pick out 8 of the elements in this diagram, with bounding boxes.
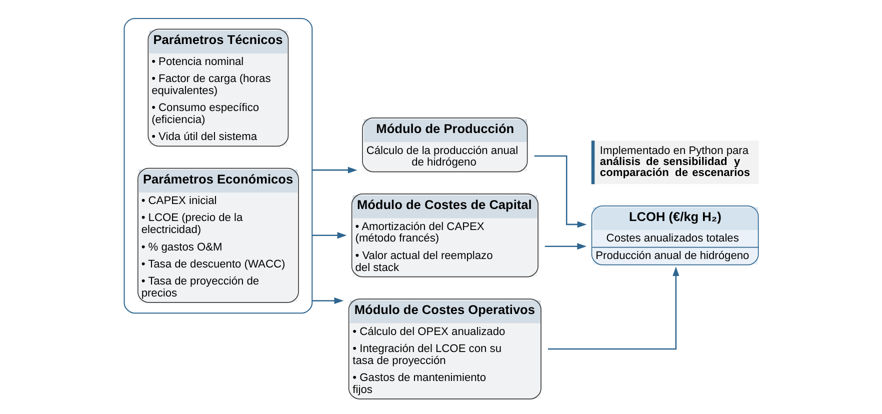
arrow xyxy=(547,266,679,350)
arrow xyxy=(544,243,586,250)
arrow xyxy=(312,166,357,174)
arrow xyxy=(312,232,346,239)
cluster xyxy=(123,18,312,314)
arrow xyxy=(312,297,344,304)
label: Implementado en Python para análisis de sensibilidad y comparación de escenarios xyxy=(599,144,750,179)
arrow xyxy=(534,155,586,228)
